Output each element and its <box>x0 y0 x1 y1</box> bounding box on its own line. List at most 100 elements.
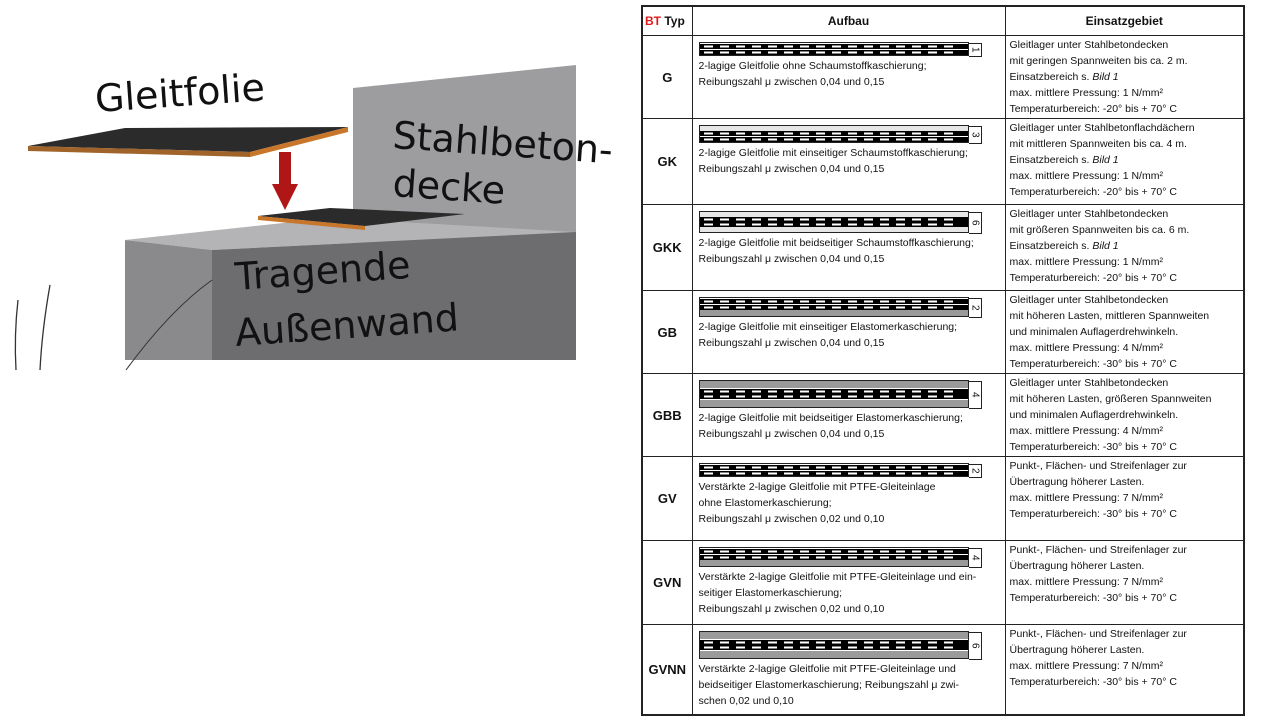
einsatz-line: Temperaturbereich: -30° bis + 70° C <box>1009 676 1177 688</box>
cell-typ: GVNN <box>641 624 693 715</box>
foil-on-wall <box>258 208 465 226</box>
aufbau-line: Reibungszahl μ zwischen 0,04 und 0,15 <box>698 76 885 88</box>
decor-line-3 <box>125 279 213 371</box>
einsatz-line: max. mittlere Pressung: 7 N/mm² <box>1009 576 1163 588</box>
header-bt: BT <box>645 14 661 28</box>
aufbau-line: ohne Elastomerkaschierung; <box>698 497 832 509</box>
einsatz-line: mit geringen Spannweiten bis ca. 2 m. <box>1009 55 1188 67</box>
einsatz-line: Gleitlager unter Stahlbetondecken <box>1009 208 1169 220</box>
layer-diagram: 4 <box>698 547 982 568</box>
aufbau-line: Reibungszahl μ zwischen 0,04 und 0,15 <box>698 163 885 175</box>
aufbau-description: 2-lagige Gleitfolie mit einseitiger Scha… <box>699 145 1001 177</box>
foil-floating-edge-right <box>250 127 348 157</box>
cell-einsatzgebiet: Gleitlager unter Stahlbetondecken mit ger… <box>1004 35 1245 119</box>
construction-illustration: Gleitfolie Stahlbeton- decke Tragende Au… <box>14 65 614 371</box>
aufbau-description: Verstärkte 2-lagige Gleitfolie mit PTFE-… <box>699 479 1001 527</box>
layer-number: 6 <box>968 632 982 660</box>
layer-number: 2 <box>968 464 982 478</box>
einsatz-line: Punkt-, Flächen- und Streifenlager zur <box>1009 544 1187 556</box>
aufbau-description: 2-lagige Gleitfolie mit beidseitiger Ela… <box>699 410 1001 442</box>
aufbau-line: Reibungszahl μ zwischen 0,04 und 0,15 <box>698 253 885 265</box>
aufbau-description: 2-lagige Gleitfolie mit einseitiger Elas… <box>699 319 1001 351</box>
einsatz-line: Gleitlager unter Stahlbetondecken <box>1009 39 1169 51</box>
einsatz-line: Übertragung höherer Lasten. <box>1009 476 1145 488</box>
einsatz-line: Punkt-, Flächen- und Streifenlager zur <box>1009 628 1187 640</box>
aufbau-line: seitiger Elastomerkaschierung; <box>698 587 843 599</box>
einsatz-line: Temperaturbereich: -20° bis + 70° C <box>1009 103 1177 115</box>
einsatz-line: Übertragung höherer Lasten. <box>1009 560 1145 572</box>
cell-typ: GBB <box>641 373 693 457</box>
decor-line-2 <box>39 284 51 371</box>
aufbau-line: 2-lagige Gleitfolie ohne Schaumstoffkasc… <box>698 60 927 72</box>
aufbau-line: beidseitiger Elastomerkaschierung; Reibu… <box>698 679 960 691</box>
einsatz-line: max. mittlere Pressung: 4 N/mm² <box>1009 425 1163 437</box>
header-typ: BT Typ <box>641 5 693 36</box>
aufbau-description: Verstärkte 2-lagige Gleitfolie mit PTFE-… <box>699 661 1001 709</box>
aufbau-line: Reibungszahl μ zwischen 0,04 und 0,15 <box>698 428 885 440</box>
foil-floating-edge <box>28 146 250 157</box>
cell-typ: GK <box>641 118 693 205</box>
einsatz-line: Temperaturbereich: -30° bis + 70° C <box>1009 592 1177 604</box>
einsatz-line: Temperaturbereich: -20° bis + 70° C <box>1009 186 1177 198</box>
aufbau-line: Verstärkte 2-lagige Gleitfolie mit PTFE-… <box>698 481 936 493</box>
cell-typ: GV <box>641 456 693 541</box>
layer-diagram: 2 <box>698 297 982 318</box>
layer-number: 4 <box>968 548 982 568</box>
decor-line-1 <box>14 299 19 371</box>
einsatz-line: mit höheren Lasten, mittleren Spannweite… <box>1009 310 1210 322</box>
cell-einsatzgebiet: Gleitlager unter Stahlbetonflachdächern m… <box>1004 118 1245 205</box>
einsatz-line: und minimalen Auflagerdrehwinkeln. <box>1009 409 1179 421</box>
einsatz-line: Gleitlager unter Stahlbetondecken <box>1009 294 1169 306</box>
einsatz-line: Temperaturbereich: -20° bis + 70° C <box>1009 272 1177 284</box>
einsatz-line: Punkt-, Flächen- und Streifenlager zur <box>1009 460 1187 472</box>
einsatz-line: Einsatzbereich s. Bild 1 <box>1009 240 1119 252</box>
aufbau-line: schen 0,02 und 0,10 <box>698 695 794 707</box>
cell-typ: GB <box>641 290 693 374</box>
header-aufbau: Aufbau <box>691 5 1006 36</box>
cell-einsatzgebiet: Gleitlager unter Stahlbetondecken mit höh… <box>1004 290 1245 374</box>
layer-number: 2 <box>968 298 982 318</box>
bild-reference: Bild 1 <box>1092 154 1119 166</box>
einsatz-line: Gleitlager unter Stahlbetonflachdächern <box>1009 122 1195 134</box>
layer-diagram: 4 <box>698 380 982 409</box>
einsatz-line: und minimalen Auflagerdrehwinkeln. <box>1009 326 1179 338</box>
layer-diagram: 6 <box>698 211 982 234</box>
einsatz-line: Temperaturbereich: -30° bis + 70° C <box>1009 358 1177 370</box>
einsatz-line: max. mittlere Pressung: 7 N/mm² <box>1009 492 1163 504</box>
layer-diagram: 2 <box>698 463 982 478</box>
bild-reference: Bild 1 <box>1092 240 1119 252</box>
header-typ-label: Typ <box>664 14 685 28</box>
einsatz-line: Übertragung höherer Lasten. <box>1009 644 1145 656</box>
aufbau-line: Verstärkte 2-lagige Gleitfolie mit PTFE-… <box>698 571 977 583</box>
wall-front <box>212 232 576 360</box>
einsatz-line: max. mittlere Pressung: 1 N/mm² <box>1009 87 1163 99</box>
aufbau-line: 2-lagige Gleitfolie mit beidseitiger Ela… <box>698 412 963 424</box>
aufbau-line: Reibungszahl μ zwischen 0,02 und 0,10 <box>698 513 885 525</box>
cell-typ: GVN <box>641 540 693 625</box>
wall-side <box>125 240 212 360</box>
aufbau-description: 2-lagige Gleitfolie ohne Schaumstoffkasc… <box>699 58 1001 90</box>
aufbau-line: 2-lagige Gleitfolie mit beidseitiger Sch… <box>698 237 974 249</box>
aufbau-description: Verstärkte 2-lagige Gleitfolie mit PTFE-… <box>699 569 1001 617</box>
cell-aufbau: 4 2-lagige Gleitfolie mit beidseitiger El… <box>691 373 1006 457</box>
einsatz-line: max. mittlere Pressung: 1 N/mm² <box>1009 170 1163 182</box>
